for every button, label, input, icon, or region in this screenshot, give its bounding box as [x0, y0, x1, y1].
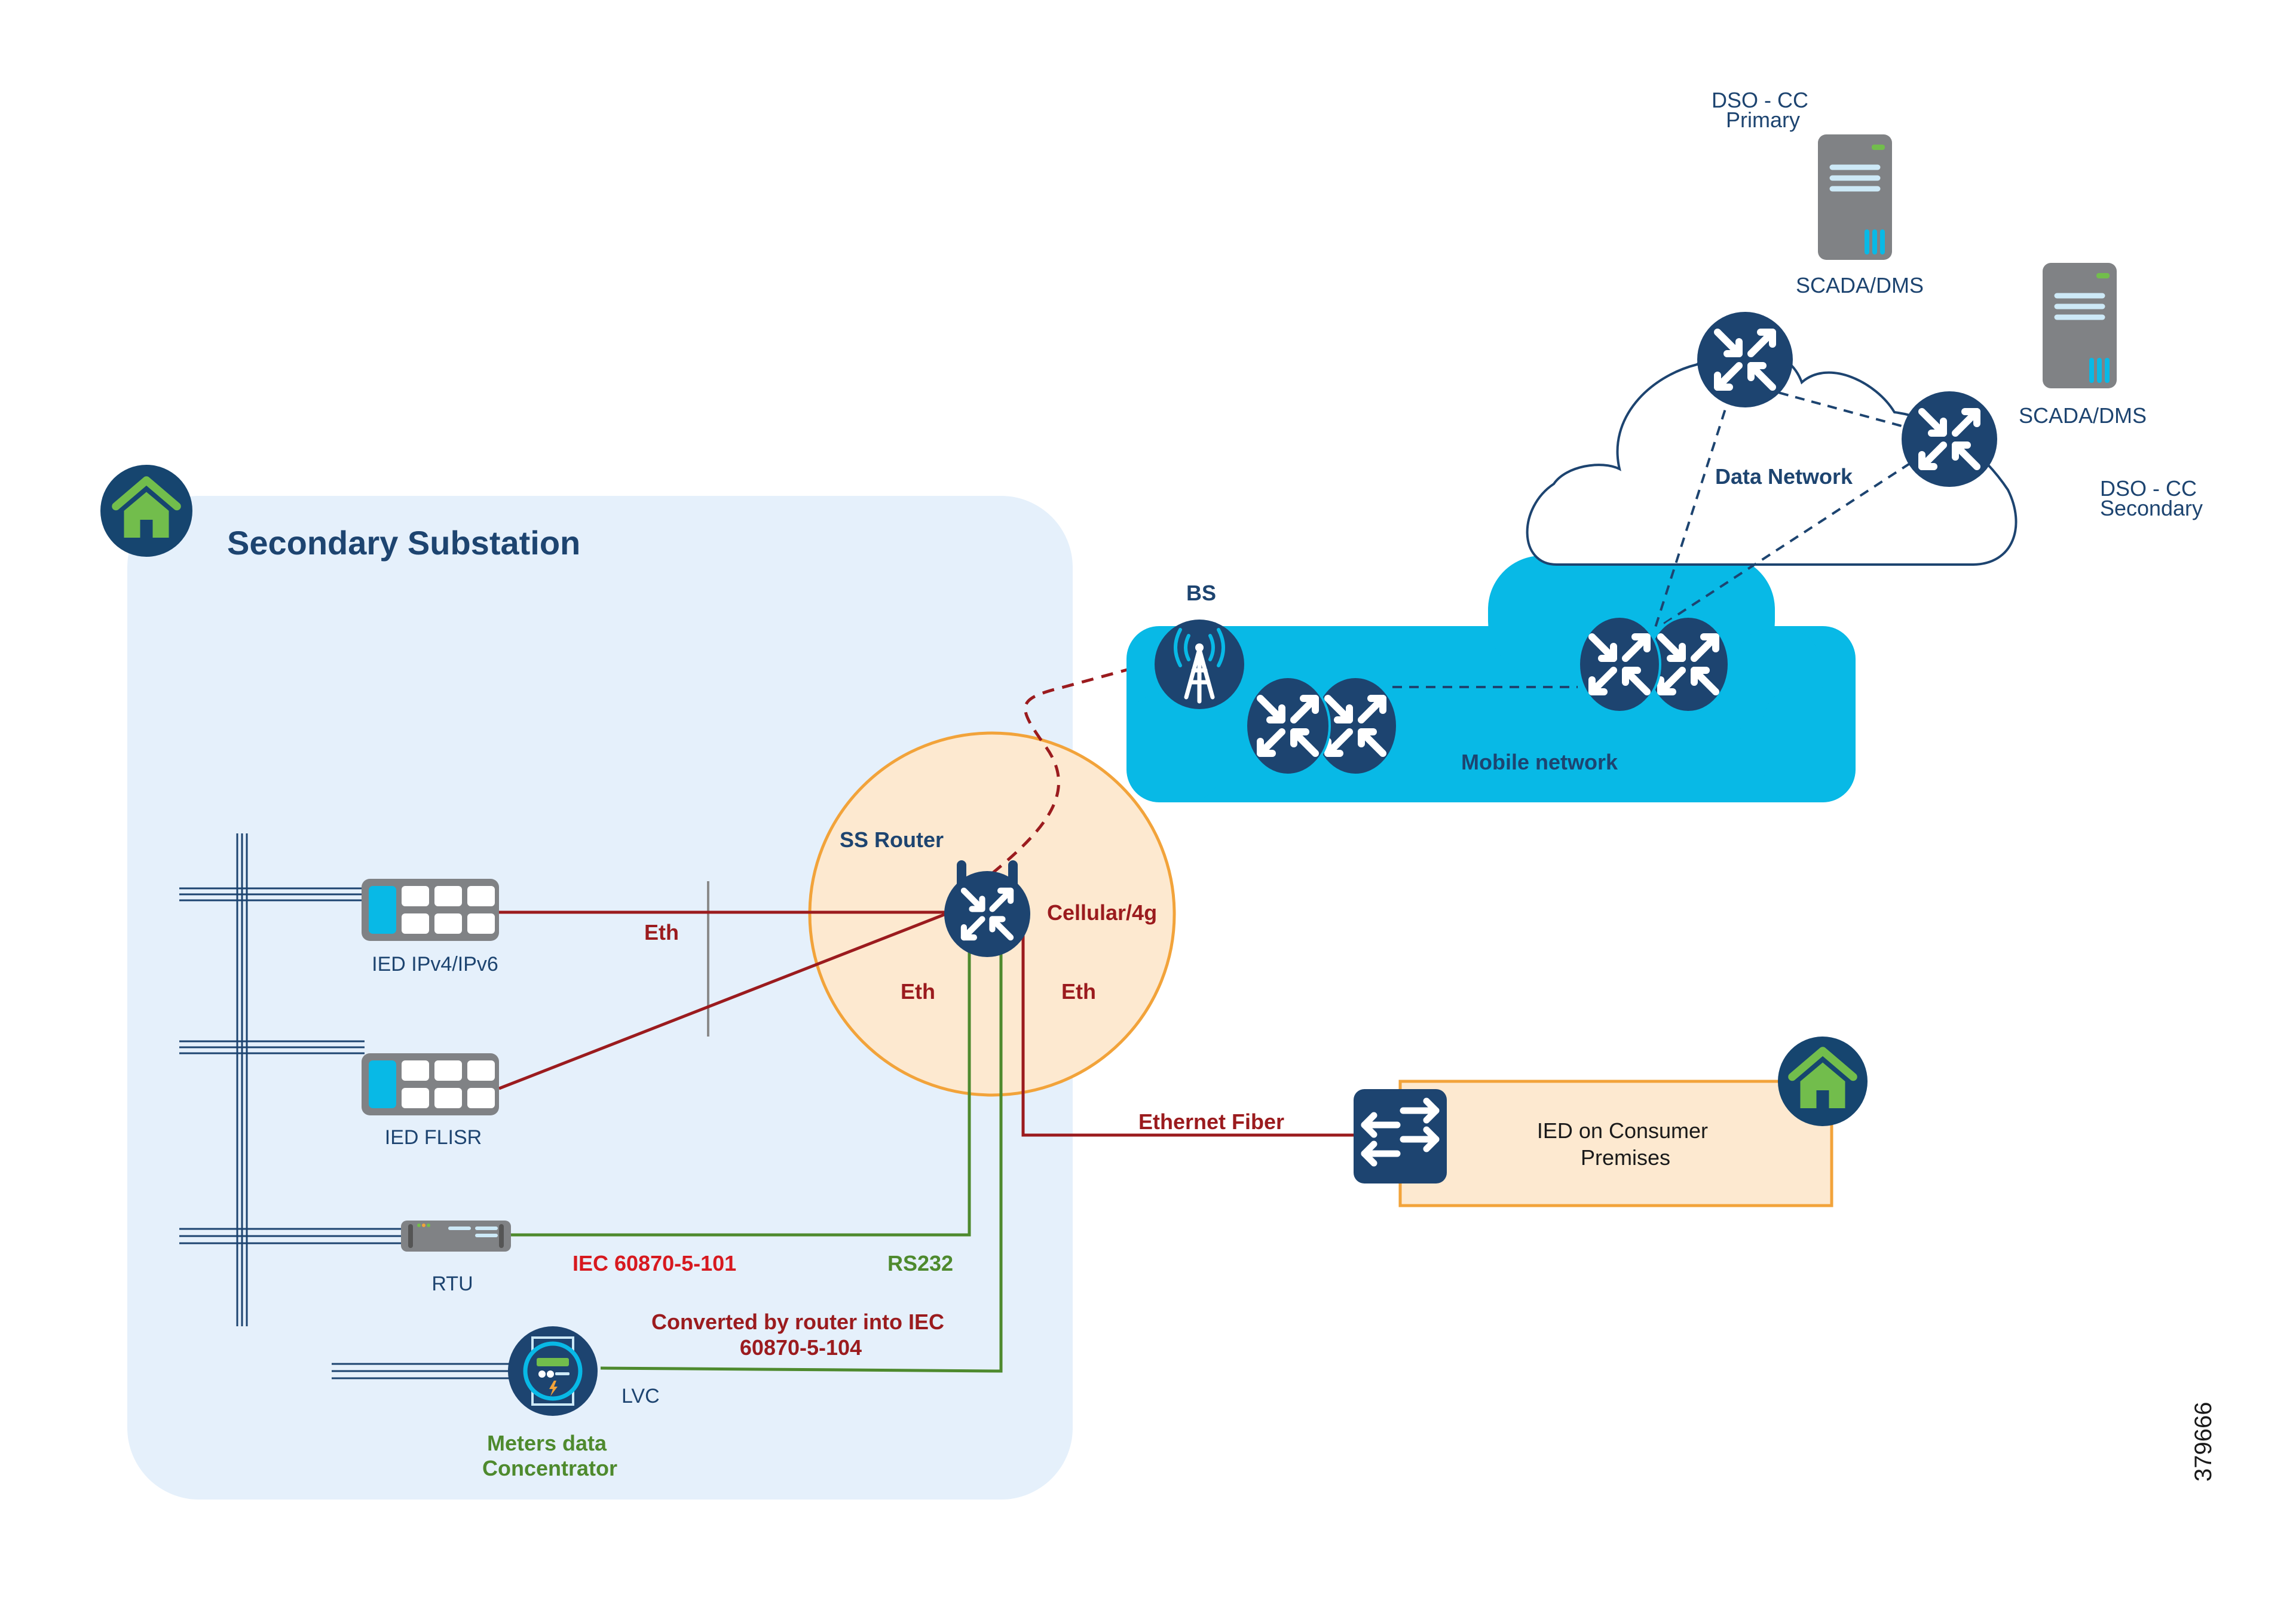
serial-links: [511, 938, 1003, 1373]
consumer-premises-box: [1398, 1080, 1833, 1207]
bs-label: BS: [1186, 581, 1216, 605]
data-network-label: Data Network: [1715, 464, 1853, 489]
cell-tower-icon[interactable]: [1155, 620, 1244, 709]
secondary-server-label: SCADA/DMS: [2019, 403, 2147, 428]
iec101-label: IEC 60870-5-101: [573, 1251, 736, 1275]
ied-device-icon[interactable]: [362, 879, 499, 941]
server-icon[interactable]: [2043, 263, 2117, 388]
rs232-label: RS232: [887, 1251, 953, 1275]
meter-icon[interactable]: [508, 1326, 598, 1416]
router-icon[interactable]: [1245, 676, 1331, 776]
eth-right-label: Eth: [1061, 979, 1096, 1004]
cc-primary-label: DSO - CC Primary: [1712, 88, 1814, 132]
rtu-device-icon[interactable]: [401, 1221, 511, 1252]
eth-links: [498, 910, 1354, 1137]
ethernet-fiber-label: Ethernet Fiber: [1138, 1109, 1284, 1134]
figure-id: 379666: [2190, 1402, 2217, 1482]
ss-router-label: SS Router: [840, 827, 944, 852]
substation-title: Secondary Substation: [227, 524, 580, 562]
cellular-link: [991, 658, 1163, 875]
home-icon: [1778, 1037, 1868, 1126]
primary-server-label: SCADA/DMS: [1796, 273, 1924, 298]
converted-label: Converted by router into IEC 60870-5-104: [651, 1310, 950, 1360]
ied-ipv4-label: IED IPv4/IPv6: [372, 953, 498, 976]
router-icon[interactable]: [1697, 312, 1793, 407]
router-icon[interactable]: [944, 860, 1030, 957]
ied-flisr-label: IED FLISR: [385, 1126, 482, 1149]
consumer-ied-label: IED on Consumer Premises: [1537, 1118, 1714, 1170]
substation-area: [127, 496, 1073, 1500]
router-icon[interactable]: [1578, 615, 1661, 713]
ied-device-icon[interactable]: [362, 1053, 499, 1115]
server-icon[interactable]: [1818, 134, 1892, 260]
data-network-links: [1392, 387, 1925, 688]
eth-left-label: Eth: [901, 979, 935, 1004]
home-icon: [100, 465, 192, 557]
cellular-label: Cellular/4g: [1047, 900, 1157, 925]
feeder-lines: [179, 887, 511, 1379]
meters-concentrator-label: Meters data Concentrator: [482, 1431, 617, 1480]
router-icon[interactable]: [1902, 391, 1997, 487]
lvc-label: LVC: [622, 1385, 660, 1408]
eth-ied-label: Eth: [644, 920, 679, 945]
switch-icon[interactable]: [1354, 1089, 1447, 1183]
mobile-network-label: Mobile network: [1461, 750, 1618, 774]
cc-secondary-label: DSO - CC Secondary: [2100, 476, 2203, 520]
rtu-label: RTU: [431, 1273, 473, 1295]
